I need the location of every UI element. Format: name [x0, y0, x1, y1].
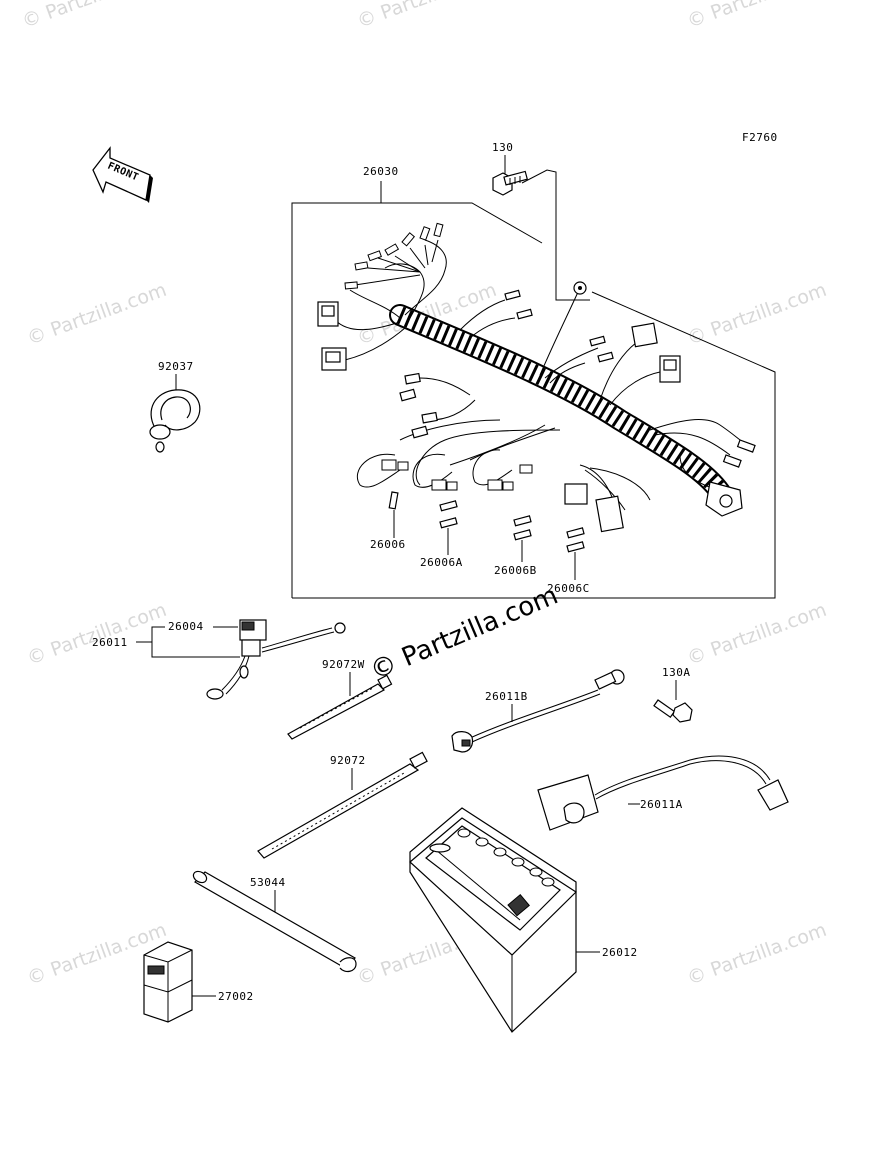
battery-cable-26011b: [451, 669, 625, 753]
watermark: © Partzilla.com: [354, 0, 499, 33]
watermark: © Partzilla.com: [684, 279, 829, 350]
part-label-53044: 53044: [250, 876, 286, 889]
part-label-26030: 26030: [363, 165, 399, 178]
fuse-26006b: [513, 515, 532, 562]
watermark: © Partzilla.com: [24, 599, 169, 670]
part-label-26006: 26006: [370, 538, 406, 551]
part-label-92072w: 92072W: [322, 658, 365, 671]
fuse-26006: [388, 491, 399, 538]
front-arrow-icon: FRONT: [92, 146, 153, 203]
figure-code: F2760: [742, 131, 778, 144]
part-label-92072: 92072: [330, 754, 366, 767]
part-label-26006a: 26006A: [420, 556, 463, 569]
fuse-26006c: [566, 527, 585, 580]
watermark: © Partzilla.com: [24, 279, 169, 350]
part-label-26011: 26011: [92, 636, 128, 649]
part-label-27002: 27002: [218, 990, 254, 1003]
bolt-130: [492, 170, 529, 196]
part-label-26006c: 26006C: [547, 582, 590, 595]
main-wiring-harness: [317, 222, 756, 533]
part-label-26011a: 26011A: [640, 798, 683, 811]
part-label-92037: 92037: [158, 360, 194, 373]
battery-26012: [409, 807, 577, 1033]
part-label-26004: 26004: [168, 620, 204, 633]
watermark: © Partzilla.com: [684, 599, 829, 670]
tube-53044: [192, 870, 357, 973]
relay-harness-26011: [206, 619, 346, 700]
part-label-130: 130: [492, 141, 513, 154]
part-label-26006b: 26006B: [494, 564, 537, 577]
bolt-130a: [653, 699, 693, 723]
fuse-26006a: [439, 500, 458, 555]
battery-cable-26011a: [537, 755, 789, 831]
cable-tie-92072: [257, 751, 428, 859]
watermark: © Partzilla.com: [19, 0, 164, 33]
watermark: © Partzilla.com: [684, 0, 829, 33]
relay-27002: [143, 941, 193, 1023]
harness-group-frame: [291, 181, 776, 599]
part-label-26011b: 26011B: [485, 690, 528, 703]
clamp-92037: [149, 389, 201, 453]
center-watermark: © Partzilla.com: [366, 580, 562, 686]
cable-tie-92072w: [287, 674, 393, 740]
watermark: © Partzilla.com: [684, 919, 829, 990]
part-label-130a: 130A: [662, 666, 691, 679]
part-label-26012: 26012: [602, 946, 638, 959]
